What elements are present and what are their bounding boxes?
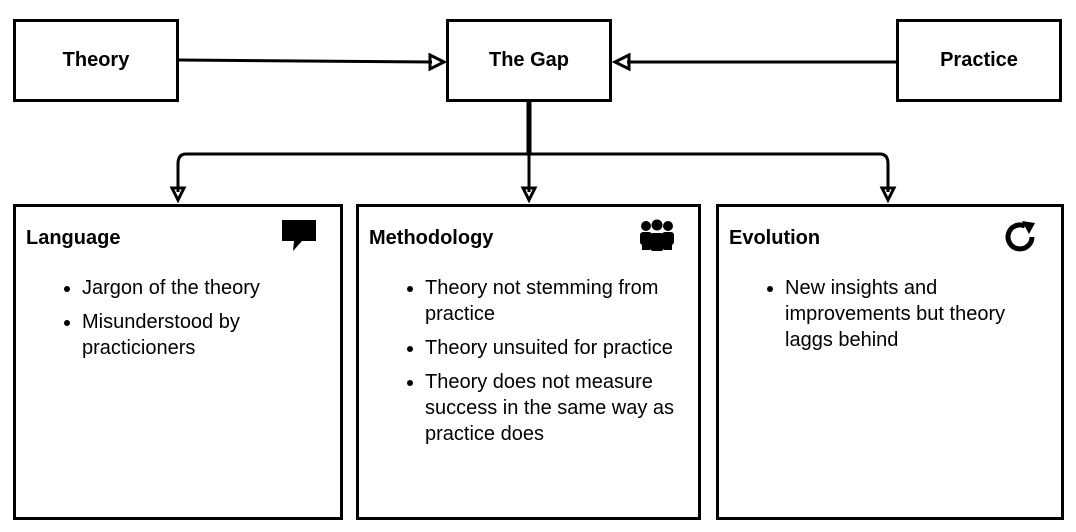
theory-box: Theory bbox=[13, 19, 179, 102]
card-methodology: Methodology Theory not stemming from pra… bbox=[356, 204, 701, 520]
arrowhead-methodology bbox=[520, 186, 538, 204]
arrowhead-language bbox=[169, 186, 187, 204]
connector-to-language bbox=[176, 152, 187, 192]
list-methodology: Theory not stemming from practice Theory… bbox=[379, 275, 684, 455]
list-item: New insights and improvements but theory… bbox=[785, 275, 1047, 353]
card-language: Language Jargon of the theory Misunderst… bbox=[13, 204, 343, 520]
list-item: Jargon of the theory bbox=[82, 275, 326, 301]
gap-box: The Gap bbox=[446, 19, 612, 102]
list-language: Jargon of the theory Misunderstood by pr… bbox=[36, 275, 326, 369]
arrowhead-theory-gap bbox=[428, 52, 448, 72]
list-item: Theory not stemming from practice bbox=[425, 275, 684, 327]
theory-label: Theory bbox=[62, 49, 130, 71]
card-evolution: Evolution New insights and improvements … bbox=[716, 204, 1064, 520]
arrowhead-practice-gap bbox=[611, 52, 631, 72]
practice-box: Practice bbox=[896, 19, 1062, 102]
refresh-icon bbox=[1005, 221, 1035, 252]
speech-bubble-icon bbox=[282, 220, 316, 251]
list-evolution: New insights and improvements but theory… bbox=[739, 275, 1047, 361]
arrow-theory-to-gap bbox=[178, 58, 433, 64]
list-item: Misunderstood by practicioners bbox=[82, 309, 326, 361]
list-item: Theory does not measure success in the s… bbox=[425, 369, 684, 447]
card-title-methodology: Methodology bbox=[369, 227, 494, 249]
arrowhead-evolution bbox=[879, 186, 897, 204]
people-group-icon bbox=[640, 219, 674, 251]
card-title-language: Language bbox=[26, 227, 121, 249]
list-item: Theory unsuited for practice bbox=[425, 335, 684, 361]
connector-to-evolution bbox=[879, 152, 890, 192]
card-title-evolution: Evolution bbox=[729, 227, 821, 249]
practice-label: Practice bbox=[940, 49, 1018, 71]
gap-label: The Gap bbox=[488, 49, 569, 71]
